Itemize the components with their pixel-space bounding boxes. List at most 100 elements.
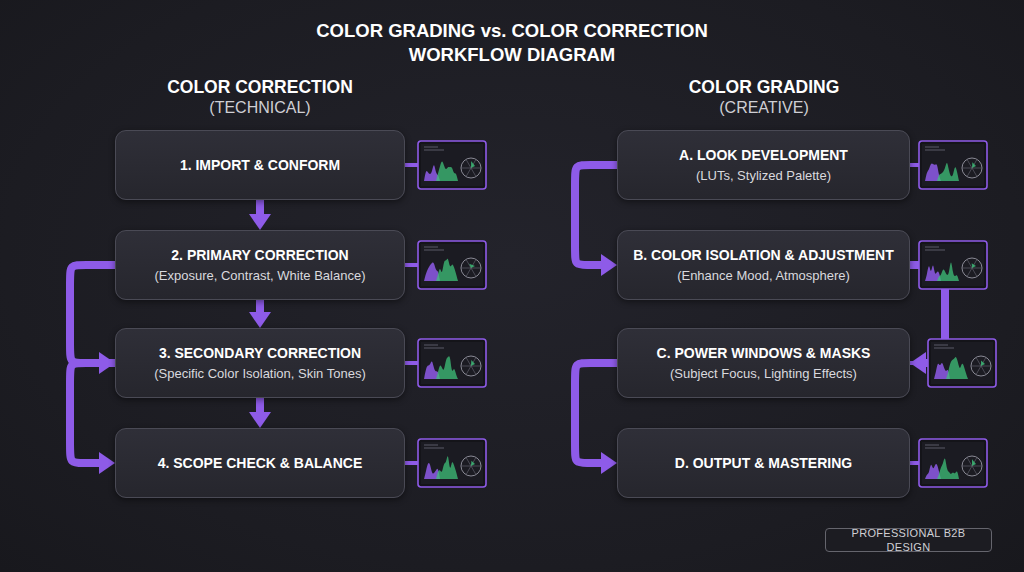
vectorscope-trace: [972, 459, 976, 466]
monitor-screen: [421, 144, 483, 186]
vectorscope-trace: [972, 263, 976, 268]
vectorscope: [461, 158, 481, 178]
vectorscope-spoke: [972, 466, 977, 475]
vectorscope-spoke: [461, 466, 471, 467]
vectorscope-spoke: [972, 168, 977, 177]
step-detail: (Specific Color Isolation, Skin Tones): [154, 365, 365, 382]
process-box: 4. SCOPE CHECK & BALANCE: [115, 428, 405, 498]
vectorscope-spoke: [971, 366, 981, 367]
vectorscope-trace: [972, 162, 976, 168]
ui-line: [424, 348, 444, 349]
scope-thumbnail: [418, 439, 486, 487]
watermark-text: PROFESSIONAL B2B DESIGN: [830, 526, 987, 554]
thumbnail-link: [910, 361, 928, 365]
vectorscope-spoke: [471, 168, 481, 169]
step-title: B. COLOR ISOLATION & ADJUSTMENT: [633, 246, 894, 264]
monitor-frame: [418, 439, 486, 487]
vectorscope: [461, 258, 481, 278]
flow-arrow: [70, 363, 115, 463]
vectorscope-trace: [469, 264, 475, 268]
vectorscope-spoke: [466, 159, 471, 168]
step-detail: (LUTs, Stylized Palette): [696, 167, 831, 184]
scope-thumbnail: [418, 141, 486, 189]
monitor-frame: [919, 241, 987, 289]
vectorscope-spoke: [967, 259, 972, 268]
ui-line: [925, 445, 939, 446]
ui-line: [925, 247, 939, 248]
diagram-title: COLOR GRADING vs. COLOR CORRECTION WORKF…: [302, 19, 722, 67]
ui-line: [424, 247, 438, 248]
vectorscope-spoke: [461, 366, 471, 367]
vectorscope-spoke: [981, 357, 986, 366]
monitor-screen: [421, 244, 483, 286]
vectorscope-spoke: [466, 268, 471, 277]
step-detail: (Exposure, Contrast, White Balance): [155, 267, 366, 284]
monitor-screen: [421, 442, 483, 484]
vectorscope-spoke: [471, 466, 476, 475]
ui-line: [934, 345, 948, 346]
ui-line: [424, 448, 444, 449]
vectorscope-spoke: [471, 366, 476, 375]
thumbnail-link: [910, 263, 919, 267]
monitor-frame: [418, 141, 486, 189]
vectorscope-spoke: [461, 268, 471, 269]
column-heading: COLOR CORRECTION: [110, 76, 410, 98]
thumbnail-link: [405, 163, 418, 167]
monitor-screen: [931, 342, 993, 384]
monitor-frame: [928, 339, 996, 387]
column-subheading: (TECHNICAL): [110, 98, 410, 118]
step-title: 4. SCOPE CHECK & BALANCE: [158, 454, 363, 472]
vectorscope-spoke: [466, 466, 471, 475]
ui-line: [925, 250, 945, 251]
monitor-frame: [919, 439, 987, 487]
process-box: D. OUTPUT & MASTERING: [617, 428, 910, 498]
vectorscope-spoke: [461, 168, 471, 169]
vectorscope-spoke: [962, 466, 972, 467]
vectorscope-spoke: [972, 268, 977, 277]
monitor-screen: [922, 244, 984, 286]
histogram-area: [436, 456, 458, 479]
vectorscope-spoke: [471, 159, 476, 168]
histogram-area: [946, 357, 968, 379]
step-title: 2. PRIMARY CORRECTION: [171, 246, 348, 264]
monitor-frame: [418, 241, 486, 289]
thumbnail-link: [405, 263, 418, 267]
monitor-frame: [919, 141, 987, 189]
vectorscope: [962, 258, 982, 278]
scope-thumbnail: [418, 241, 486, 289]
vectorscope-spoke: [466, 457, 471, 466]
vectorscope-spoke: [967, 159, 972, 168]
vectorscope-spoke: [466, 366, 471, 375]
vectorscope: [962, 158, 982, 178]
vectorscope-spoke: [471, 457, 476, 466]
histogram-area: [937, 163, 959, 181]
histogram-area: [436, 161, 458, 181]
vectorscope-spoke: [972, 159, 977, 168]
ui-line: [424, 250, 444, 251]
process-box: 2. PRIMARY CORRECTION (Exposure, Contrast…: [115, 230, 405, 300]
thumbnail-link: [405, 361, 418, 365]
vectorscope-spoke: [471, 168, 476, 177]
step-detail: (Subject Focus, Lighting Effects): [670, 365, 857, 382]
ui-line: [424, 147, 438, 148]
process-box: 1. IMPORT & CONFORM: [115, 130, 405, 200]
scope-thumbnail: [418, 339, 486, 387]
vectorscope: [962, 456, 982, 476]
vectorscope-spoke: [967, 268, 972, 277]
vectorscope-spoke: [466, 168, 471, 177]
vectorscope-trace: [471, 461, 475, 466]
vectorscope-spoke: [962, 168, 972, 169]
thumbnail-link: [910, 163, 919, 167]
vectorscope-spoke: [471, 366, 481, 367]
vectorscope: [971, 356, 991, 376]
ui-line: [925, 448, 945, 449]
vectorscope-spoke: [471, 268, 481, 269]
flow-arrow: [70, 265, 115, 363]
vectorscope-trace: [471, 360, 475, 366]
vectorscope-spoke: [967, 466, 972, 475]
flow-arrow: [575, 165, 617, 265]
scope-thumbnail: [919, 141, 987, 189]
step-title: 1. IMPORT & CONFORM: [180, 156, 340, 174]
vectorscope-spoke: [981, 366, 991, 367]
